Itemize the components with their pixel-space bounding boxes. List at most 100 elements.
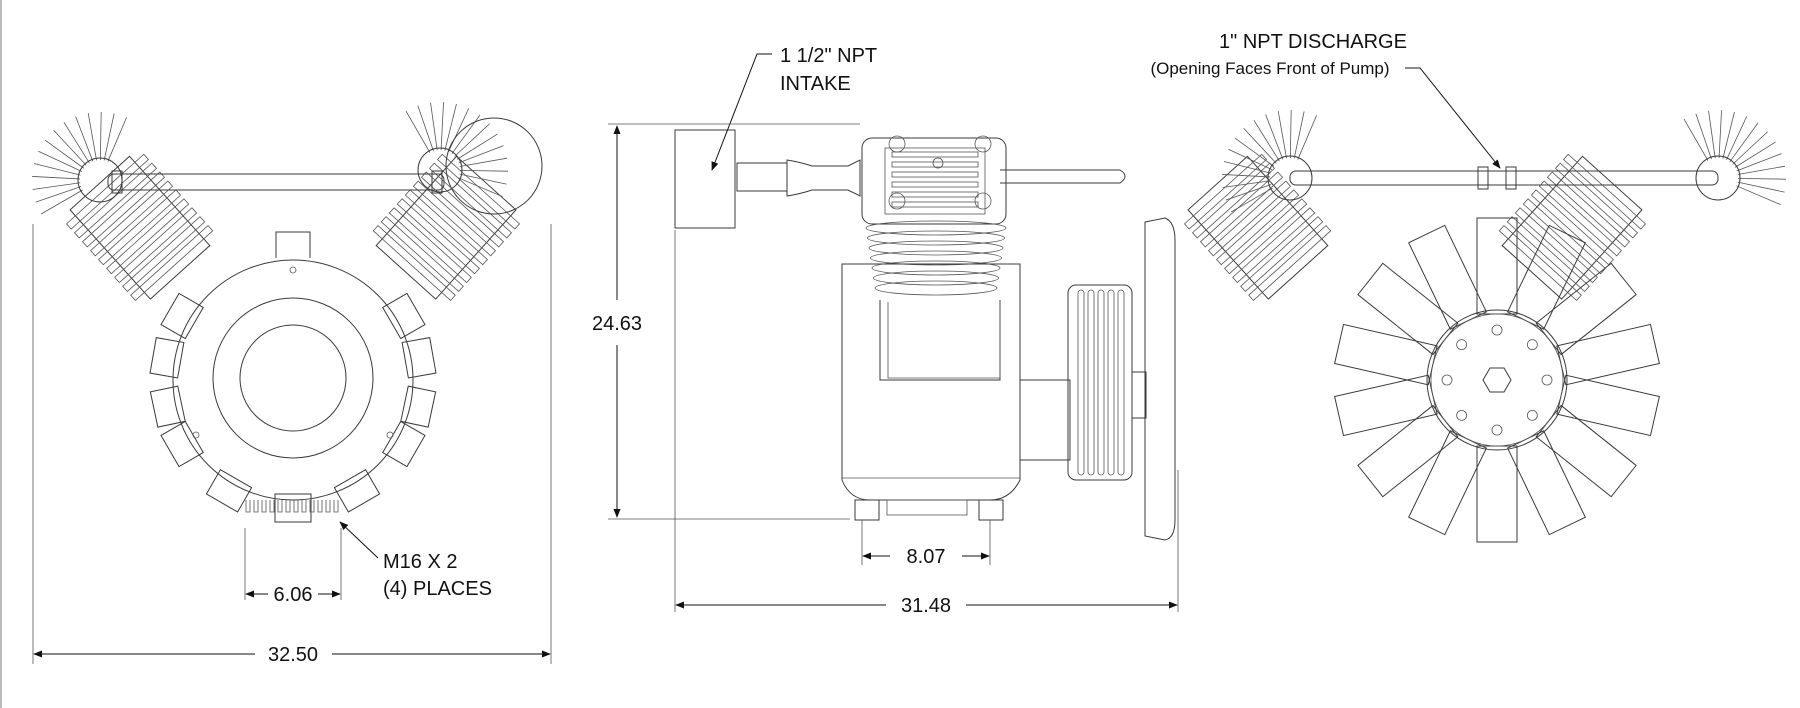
head-fin: [417, 105, 434, 152]
hub-bolt-hole: [1491, 424, 1503, 436]
head-fin: [454, 123, 491, 157]
front-crankcase-outer: [172, 259, 414, 501]
head-core: [1267, 155, 1313, 201]
base-foot-tooth: [261, 500, 267, 513]
fan-blade: [1334, 323, 1438, 386]
barrel-fin: [865, 220, 1007, 236]
head-fin: [1737, 181, 1785, 193]
head-fin: [1265, 114, 1284, 160]
cylinder-fin: [1199, 171, 1284, 248]
rear-hub-holes: [1441, 324, 1553, 436]
side-flywheel: [1144, 217, 1176, 541]
head-fin: [40, 189, 83, 215]
cylinder-fin: [420, 171, 505, 248]
head-fin: [1234, 137, 1275, 167]
cylinder-fin: [428, 162, 513, 239]
base-foot-tooth: [277, 500, 283, 513]
cylinder-fin: [90, 180, 174, 257]
rear-tube-fitting: [1477, 166, 1489, 190]
side-discharge-tube: [1000, 169, 1126, 184]
side-head-fin: [891, 191, 979, 198]
cylinder-fin: [1183, 153, 1268, 230]
head-fin: [1683, 118, 1709, 161]
fan-blade: [1556, 374, 1660, 437]
hub-bolt-hole: [1526, 339, 1538, 351]
cylinder-fin: [1522, 198, 1606, 275]
head-fin: [1222, 180, 1271, 188]
rear-cylinder-left: [1183, 153, 1332, 301]
front-crankcase-ring: [212, 297, 374, 459]
head-fin: [1297, 115, 1317, 160]
side-intake-filter: [674, 129, 736, 229]
side-intake-leader: [711, 53, 772, 171]
barrel-fin: [873, 270, 999, 286]
side-pulley-grooves: [1077, 289, 1125, 476]
front-crankcase-fins: [149, 292, 437, 523]
head-fin: [32, 182, 81, 190]
base-foot-tooth: [293, 500, 299, 513]
head-fin: [1708, 110, 1716, 159]
cylinder-fin: [81, 171, 166, 248]
front-cylinder-right: [372, 153, 521, 301]
side-cylinder-head: [861, 137, 1007, 225]
front-tube-fitting-right: [431, 170, 443, 194]
front-bolt-spacing-dim: 6.06: [274, 584, 313, 606]
front-crankcase-bore: [239, 324, 347, 432]
crankcase-fin: [400, 385, 437, 428]
front-head-left: [32, 112, 127, 215]
fan-blade: [1535, 404, 1637, 498]
cylinder-fin: [1530, 189, 1614, 266]
front-head-right: [405, 102, 508, 197]
base-foot-tooth: [325, 500, 331, 513]
pulley-groove: [1107, 289, 1115, 476]
side-head-bolt: [974, 192, 992, 210]
side-foot-dim: 8.07: [907, 546, 946, 568]
crankcase-fin: [205, 469, 253, 513]
head-fin: [1289, 110, 1292, 159]
cylinder-fin: [1514, 207, 1598, 284]
pulley-groove: [1087, 289, 1095, 476]
head-fin: [32, 176, 81, 180]
rear-discharge-tube: [1289, 170, 1719, 186]
cylinder-fin: [1546, 171, 1631, 248]
head-fin: [38, 150, 83, 172]
rear-head-right: [1683, 110, 1786, 205]
head-fin: [63, 122, 90, 164]
barrel-fin: [868, 240, 1004, 256]
head-fin: [1732, 131, 1769, 165]
head-fin: [1718, 110, 1722, 159]
head-fin: [459, 173, 507, 185]
crankcase-fin: [382, 420, 426, 468]
front-thread-leader: [339, 521, 379, 559]
front-intake-filter: [445, 117, 543, 215]
cylinder-fin: [396, 198, 480, 275]
side-head-fin: [891, 161, 979, 168]
fan-blade: [1334, 374, 1438, 437]
fan-blade: [1556, 323, 1660, 386]
rear-fan-hub-inner: [1430, 313, 1564, 447]
front-width-dim: 32.50: [268, 644, 318, 666]
side-head-bolt: [888, 192, 906, 210]
side-width-dim: 31.48: [901, 595, 951, 617]
base-foot-tooth: [285, 500, 291, 513]
cylinder-fin: [412, 180, 496, 257]
head-fin: [1222, 174, 1271, 178]
head-fin: [1228, 148, 1273, 170]
cylinder-fin: [436, 153, 521, 230]
side-height-dim: 24.63: [592, 313, 642, 335]
side-view: 1 1/2" NPT INTAKE 24.63 8.07 31.48: [592, 45, 1179, 617]
base-foot-tooth: [245, 500, 251, 513]
cylinder-fin: [106, 198, 190, 275]
side-oil-pan: [886, 499, 968, 516]
cylinder-fin: [1538, 180, 1622, 257]
head-fin: [1223, 161, 1271, 174]
cylinder-fin: [1248, 225, 1332, 301]
crankcase-fin: [149, 385, 186, 428]
cylinder-fin: [1216, 189, 1300, 266]
cylinder-fin: [98, 189, 182, 266]
head-fin: [456, 133, 498, 160]
head-fin: [444, 103, 457, 151]
base-foot-tooth: [333, 500, 339, 513]
cylinder-fin: [1506, 216, 1590, 293]
barrel-fin: [867, 230, 1005, 246]
